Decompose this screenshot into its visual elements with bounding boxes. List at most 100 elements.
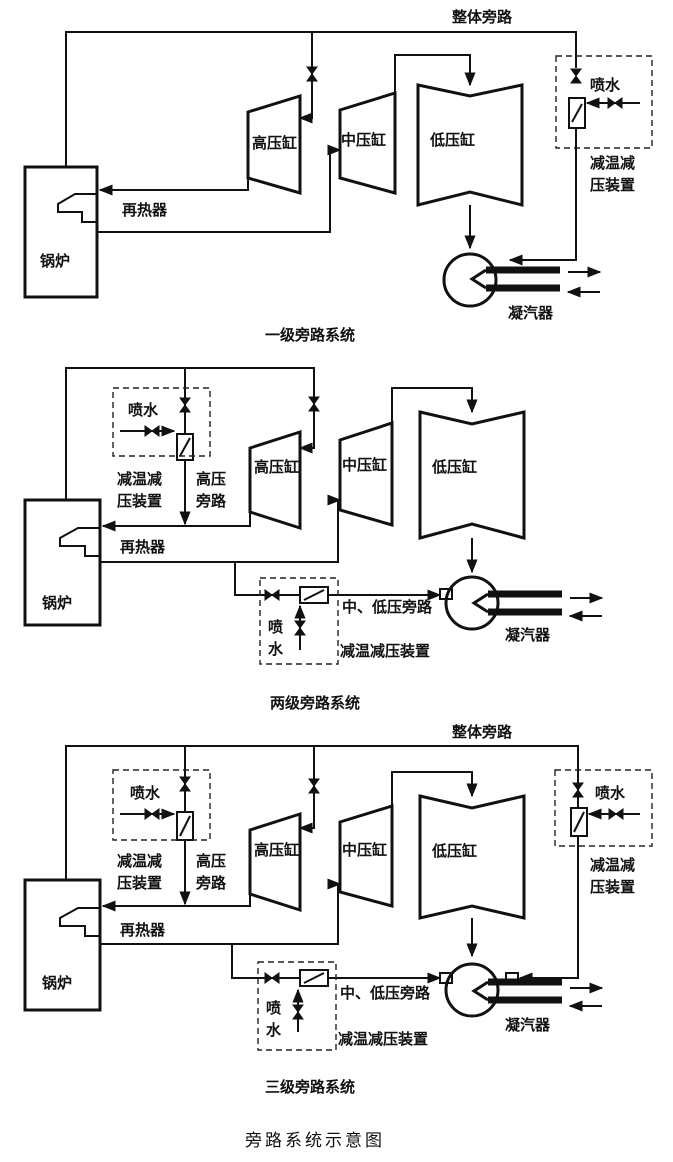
spray-water-v2: 水 [268,640,284,658]
bypass-valve [570,68,582,84]
hp-exhaust-line [101,510,251,532]
boiler-label: 锅炉 [42,974,72,992]
desuper-label-1: 减温减 [590,154,635,172]
lp-cylinder-label: 低压缸 [429,131,475,149]
ip-lp-bypass-valve [264,972,280,984]
hp-bypass-label-2: 旁路 [195,492,227,510]
spray-water-v1: 喷 [266,999,281,1017]
desuper-label-2: 压装置 [117,874,162,892]
lp-cylinder [418,794,526,920]
hp-cylinder-label: 高压缸 [254,841,299,859]
ip-lp-bypass-valve [264,589,280,601]
reheater-coil [59,527,100,557]
caption-three-stage: 三级旁路系统 [265,1078,355,1096]
ip-cylinder-label: 中压缸 [341,131,386,149]
ip-cylinder-label: 中压缸 [342,456,387,474]
ip-cylinder [338,803,394,908]
hp-cylinder-label: 高压缸 [254,458,299,476]
hp-exhaust-line [101,892,251,912]
whole-bypass-label: 整体旁路 [452,8,513,26]
hp-cylinder [248,811,302,913]
lp-cylinder-label: 低压缸 [431,458,477,476]
desuper-label-2: 压装置 [590,176,635,194]
condenser-label: 凝汽器 [508,304,554,322]
ip-lp-desuperheater-box [259,577,339,665]
desuper-label-1: 减温减 [117,852,162,870]
condenser [442,252,498,308]
hp-bypass-label-1: 高压 [196,470,226,488]
condenser [444,575,500,631]
spray-water-v1: 喷 [268,618,283,636]
crossover-line [391,387,478,430]
main-steam-valve [308,778,320,794]
condenser-label: 凝汽器 [505,1016,551,1034]
boiler [23,165,99,299]
lp-cylinder [418,410,526,540]
spray-water-label: 喷水 [128,401,159,419]
reheat-steam-line [100,494,342,563]
ip-cylinder-label: 中压缸 [342,841,387,859]
main-steam-valve [306,66,318,82]
main-steam-line [298,746,315,834]
hp-cylinder-label: 高压缸 [252,134,297,152]
boiler-label: 锅炉 [42,594,72,612]
caption-two-stage: 两级旁路系统 [270,694,360,712]
hp-bypass-valve [179,397,191,413]
hp-exhaust-line [98,170,249,196]
diagram-three-stage-bypass: 锅炉 再热器 高压缸 中压缸 低压缸 整体旁路 喷水 减温减 压装置 高压 旁路 [23,723,653,1096]
ip-lp-bypass-label: 中、低压旁路 [342,598,433,616]
condenser [444,962,500,1018]
hp-desuperheater-box [112,769,211,841]
ip-lp-spray-valve [294,620,306,636]
desuper-label-1: 减温减 [117,470,162,488]
whole-spray-valve [608,808,624,820]
spray-water-v2: 水 [266,1021,282,1039]
ip-lp-desuperheater-box [257,961,337,1051]
reheat-steam-line [97,144,342,233]
desuper-label-right-2: 压装置 [590,878,635,896]
main-caption: 旁路系统示意图 [245,1131,385,1151]
spray-water-label: 喷水 [130,784,161,802]
main-steam-valve [308,396,320,412]
whole-bypass-line [65,31,577,167]
crossover-line [394,54,476,100]
main-steam-line [298,32,313,124]
desuper-full-label: 减温减压装置 [338,1030,428,1048]
hp-spray-valve [144,425,160,437]
ip-lp-bypass-label: 中、低压旁路 [340,984,431,1002]
whole-bypass-label: 整体旁路 [452,723,513,741]
diagram-two-stage-bypass: 锅炉 再热器 高压缸 中压缸 低压缸 喷水 减温减 压装置 高压 旁路 [23,367,604,712]
spray-water-label: 喷水 [590,76,621,94]
hp-spray-valve [144,808,160,820]
hp-cylinder [248,429,302,531]
hp-bypass-valve [179,776,191,792]
crossover-line [391,771,478,812]
lp-cylinder [416,83,524,207]
reheater-label: 再热器 [122,201,168,219]
reheater-label: 再热器 [120,921,166,939]
hp-desuperheater-box [112,387,211,457]
diagram-one-stage-bypass: 锅炉 再热器 高压缸 中压缸 低压缸 整体旁路 喷水 减温减 [23,8,653,344]
hp-bypass-label-1: 高压 [196,852,226,870]
whole-bypass-valve [572,782,584,798]
caption-one-stage: 一级旁路系统 [265,326,355,344]
whole-desuperheater-box [554,769,653,847]
whole-bypass-line [65,745,579,880]
main-steam-line [65,367,315,500]
reheater-coil [59,907,100,937]
spray-valve [607,97,623,109]
hp-cylinder [246,93,302,195]
whole-bypass-to-condenser [518,836,579,984]
spray-water-label-right: 喷水 [595,784,626,802]
reheater-coil [57,193,97,223]
boiler-label: 锅炉 [40,252,70,270]
reheat-steam-line [100,878,342,945]
desuper-full-label: 减温减压装置 [340,642,430,660]
ip-lp-bypass-line [231,944,300,979]
desuper-label-2: 压装置 [117,492,162,510]
condenser-label: 凝汽器 [505,626,551,644]
ip-lp-spray-valve [292,1004,304,1020]
desuperheater-box [555,55,653,149]
reheater-label: 再热器 [120,538,166,556]
